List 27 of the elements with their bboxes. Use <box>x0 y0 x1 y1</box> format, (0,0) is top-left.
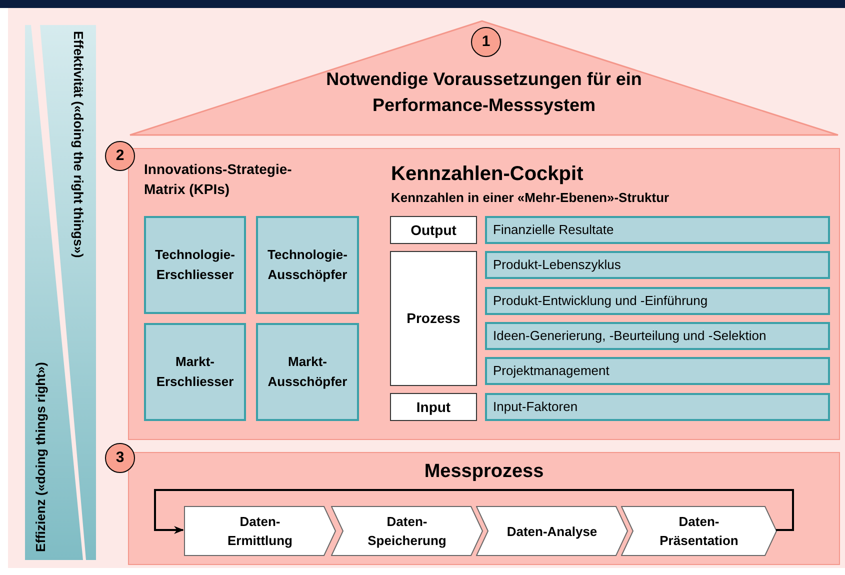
step-label: Daten-Speicherung <box>366 513 448 550</box>
section-panel <box>128 452 840 565</box>
section-panel <box>128 148 840 440</box>
section-heading: Innovations-Strategie-Matrix (KPIs) <box>144 160 293 199</box>
band-label: Effizienz («doing things right») <box>32 362 49 552</box>
step-label: Daten-Ermittlung <box>226 513 294 550</box>
step-label: Daten-Präsentation <box>658 513 740 550</box>
section-title: Kennzahlen-Cockpit <box>391 162 584 187</box>
step-label: Daten-Analyse <box>506 522 598 540</box>
feedback-arrow <box>154 489 794 534</box>
level-box: Prozess <box>390 251 477 386</box>
section-title: Messprozess <box>424 460 544 484</box>
matrix-cell: Markt-Erschliesser <box>144 323 246 421</box>
matrix-cell: Technologie-Erschliesser <box>144 216 246 314</box>
level-box: Output <box>390 216 477 244</box>
kpi-bar: Input-Faktoren <box>485 393 830 421</box>
roof-title: Notwendige Voraussetzungen für ein Performance-Messsystem <box>325 68 643 117</box>
kpi-bar: Projektmanagement <box>485 357 830 385</box>
kpi-bar: Produkt-Lebenszyklus <box>485 251 830 279</box>
kpi-bar: Produkt-Entwicklung und -Einführung <box>485 287 830 315</box>
section-heading: Kennzahlen in einer «Mehr-Ebenen»-Struktur <box>391 189 670 207</box>
kpi-bar: Finanzielle Resultate <box>485 216 830 244</box>
matrix-cell: Technologie-Ausschöpfer <box>256 216 359 314</box>
kpi-bar: Ideen-Generierung, -Beurteilung und -Selektion <box>485 322 830 350</box>
level-box: Input <box>390 393 477 421</box>
matrix-cell: Markt-Ausschöpfer <box>256 323 359 421</box>
band-label: Effektivität («doing the right things») <box>70 31 87 258</box>
